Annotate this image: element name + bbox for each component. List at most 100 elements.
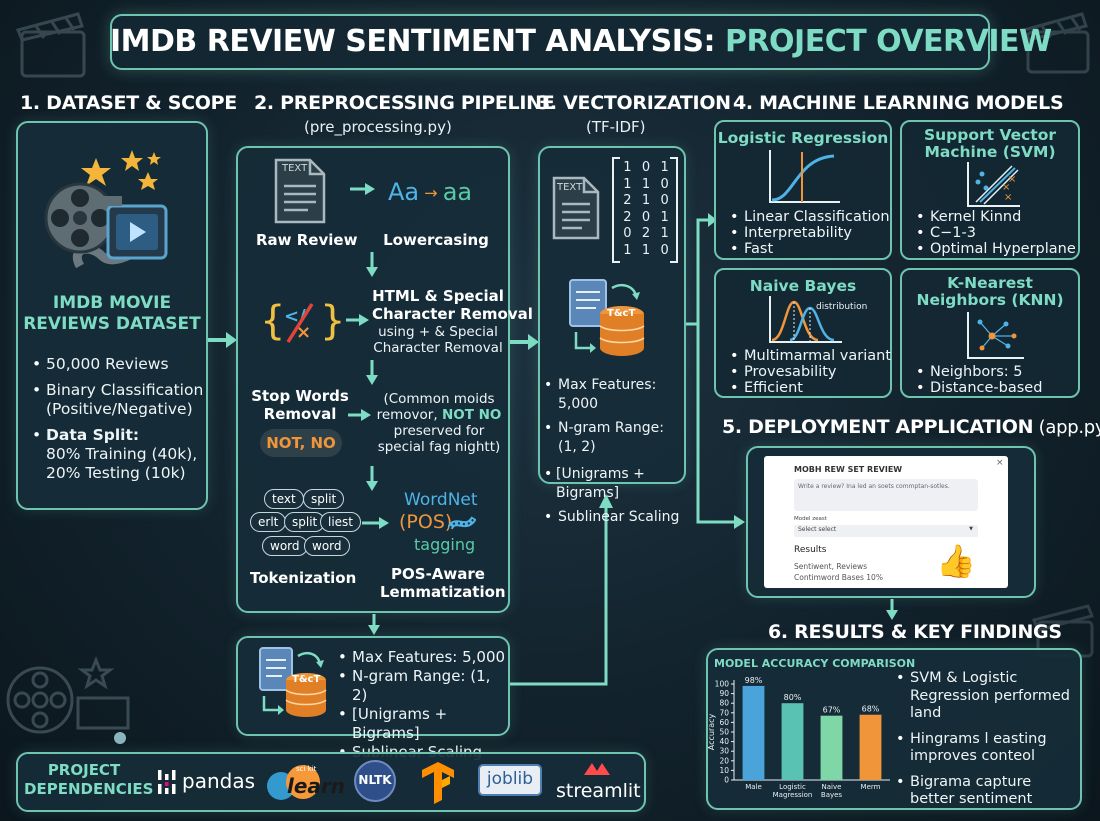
stop-desc-line4: special fag nightt) [377, 439, 501, 455]
svg-text:×: × [1004, 192, 1012, 203]
film-reel-icon [6, 655, 130, 744]
list-item: SVM & Logistic Regression performed land [896, 670, 1080, 723]
model-title-line2: Machine (SVM) [924, 143, 1056, 161]
list-item: Distance-based [916, 380, 1080, 396]
matrix-cell: 0 [660, 242, 669, 258]
list-item: Fast [730, 241, 892, 257]
list-item: Interpretability [730, 225, 892, 241]
doc-icon-text: TEXT [557, 182, 583, 193]
nb-curve-label: distribution [816, 302, 868, 312]
stop-title-line2: Removal [263, 405, 337, 423]
list-item: C−1-3 [916, 225, 1080, 241]
matrix-cell: 1 [641, 193, 651, 208]
token-chip: word [304, 536, 350, 556]
svg-text:×: × [1002, 182, 1010, 193]
y-tick-label: 10 [719, 766, 729, 775]
list-item: Max Features: 5,000 [544, 376, 684, 414]
list-item: Bigrama capture better sentiment [896, 774, 1080, 809]
x-tick-label: Merm [861, 783, 881, 791]
clapperboard-icon [1021, 12, 1090, 74]
bar [820, 715, 843, 780]
model-title-line1: Support Vector [923, 126, 1057, 144]
y-tick-label: 60 [719, 718, 729, 727]
arrow-icon [346, 314, 369, 326]
header-banner [110, 14, 990, 70]
matrix-cell: 1 [660, 160, 669, 175]
stop-desc-line3: preserved for [393, 423, 485, 439]
list-item: Linear Classification [730, 209, 892, 225]
list-item: Data Split:80% Training (40k),20% Testin… [32, 426, 204, 483]
split-line2: 20% Testing (10k) [46, 464, 186, 482]
lemma-line2: Lemmatization [380, 583, 506, 601]
nltk-logo [354, 760, 396, 802]
svg-text:×: × [1008, 174, 1016, 185]
pandas-logo: pandas [182, 769, 255, 793]
knn-bullets: Neighbors: 5 Distance-based [916, 364, 1080, 396]
matrix-cell: 2 [623, 209, 632, 225]
lowercase-example: Aa → aa [388, 178, 473, 206]
html-desc-line2: Character Removal [373, 340, 503, 356]
model-select[interactable]: Select select ▼ [794, 525, 978, 537]
model-title: Naive Bayes [749, 277, 857, 295]
review-textarea[interactable]: Write a review? Ina led an soets commpta… [794, 479, 978, 511]
section-title-deployment: 5. DEPLOYMENT APPLICATION (app.py) [722, 416, 1100, 438]
lower-example-a: Aa [388, 178, 420, 206]
model-title-line1: K-Nearest [947, 274, 1033, 292]
stopwords-desc: (Common moids removor, NOT NO preserved … [374, 391, 504, 455]
matrix-cell: 1 [660, 209, 669, 225]
split-label: Data Split: [46, 426, 140, 444]
matrix-cell: 1 [660, 226, 669, 241]
arrow-icon [348, 409, 371, 421]
hyperplane-chart-icon: × × × [967, 162, 1020, 207]
thumbs-up-icon: 👍 [936, 542, 976, 580]
token-chip: erlt [250, 512, 287, 532]
accuracy-bar-chart: 0102030405060708090100Accuracy98%Male80%… [707, 676, 890, 799]
arrow-down-icon [886, 599, 898, 620]
neighbors-chart-icon [967, 312, 1024, 359]
connector-arrow [686, 213, 717, 326]
feature-summary-bullets: Max Features: 5,000 N-gram Range: (1, 2)… [338, 648, 508, 762]
model-title: Logistic Regression [717, 129, 889, 147]
chart-title: MODEL ACCURACY COMPARISON [714, 657, 916, 670]
select-label: Model zeast [794, 516, 827, 522]
db-label: T&cT [607, 308, 636, 319]
bar-value-label: 80% [784, 693, 802, 702]
list-item: Optimal Hyperplane [916, 241, 1080, 257]
matrix-cell: 0 [623, 226, 632, 241]
list-item: Kernel Kinnd [916, 209, 1080, 225]
y-tick-label: 30 [719, 747, 729, 756]
arrow-down-icon [366, 466, 378, 491]
arrow-down-icon [366, 360, 378, 385]
document-icon [552, 176, 600, 240]
arrow-icon [350, 183, 375, 195]
y-tick-label: 40 [719, 737, 729, 746]
result-line2: Contimword Bases 10% [794, 573, 883, 582]
film-reel-icon [44, 150, 168, 269]
list-item: Multimarmal variant [730, 348, 892, 364]
bar-value-label: 98% [745, 676, 763, 685]
title-main: IMDB REVIEW SENTIMENT ANALYSIS: [110, 24, 725, 59]
code-tags-icon: { } </ × [260, 298, 342, 344]
list-item-plain: [Unigrams + Bigrams] [544, 465, 684, 503]
list-item: 50,000 Reviews [32, 355, 204, 374]
lower-example-b: aa [442, 178, 473, 206]
title-accent: PROJECT OVERVIEW [724, 24, 1052, 59]
matrix-cell: 1 [641, 242, 651, 258]
y-tick-label: 70 [719, 708, 729, 717]
nb-bullets: Multimarmal variant Provesability Effici… [730, 348, 892, 396]
arrow-down-icon [366, 252, 378, 277]
x-tick-label: Bayes [821, 791, 843, 799]
stop-desc-line2b: NOT NO [441, 407, 502, 423]
results-heading: Results [794, 545, 827, 555]
dataset-name-line1: IMDB MOVIE [52, 293, 172, 313]
split-line1: 80% Training (40k), [46, 445, 198, 463]
app-close-button[interactable]: × [996, 458, 1004, 468]
list-item: Efficient [730, 380, 892, 396]
wordnet-label: WordNet [404, 490, 478, 510]
vectorization-bullets: Max Features: 5,000 N-gram Range: (1, 2)… [544, 376, 684, 527]
bar [742, 685, 765, 780]
section-title-dataset: 1. DATASET & SCOPE [20, 92, 237, 114]
matrix-cell: 2 [641, 226, 651, 241]
dependencies-label: PROJECT DEPENDENCIES [24, 761, 153, 799]
